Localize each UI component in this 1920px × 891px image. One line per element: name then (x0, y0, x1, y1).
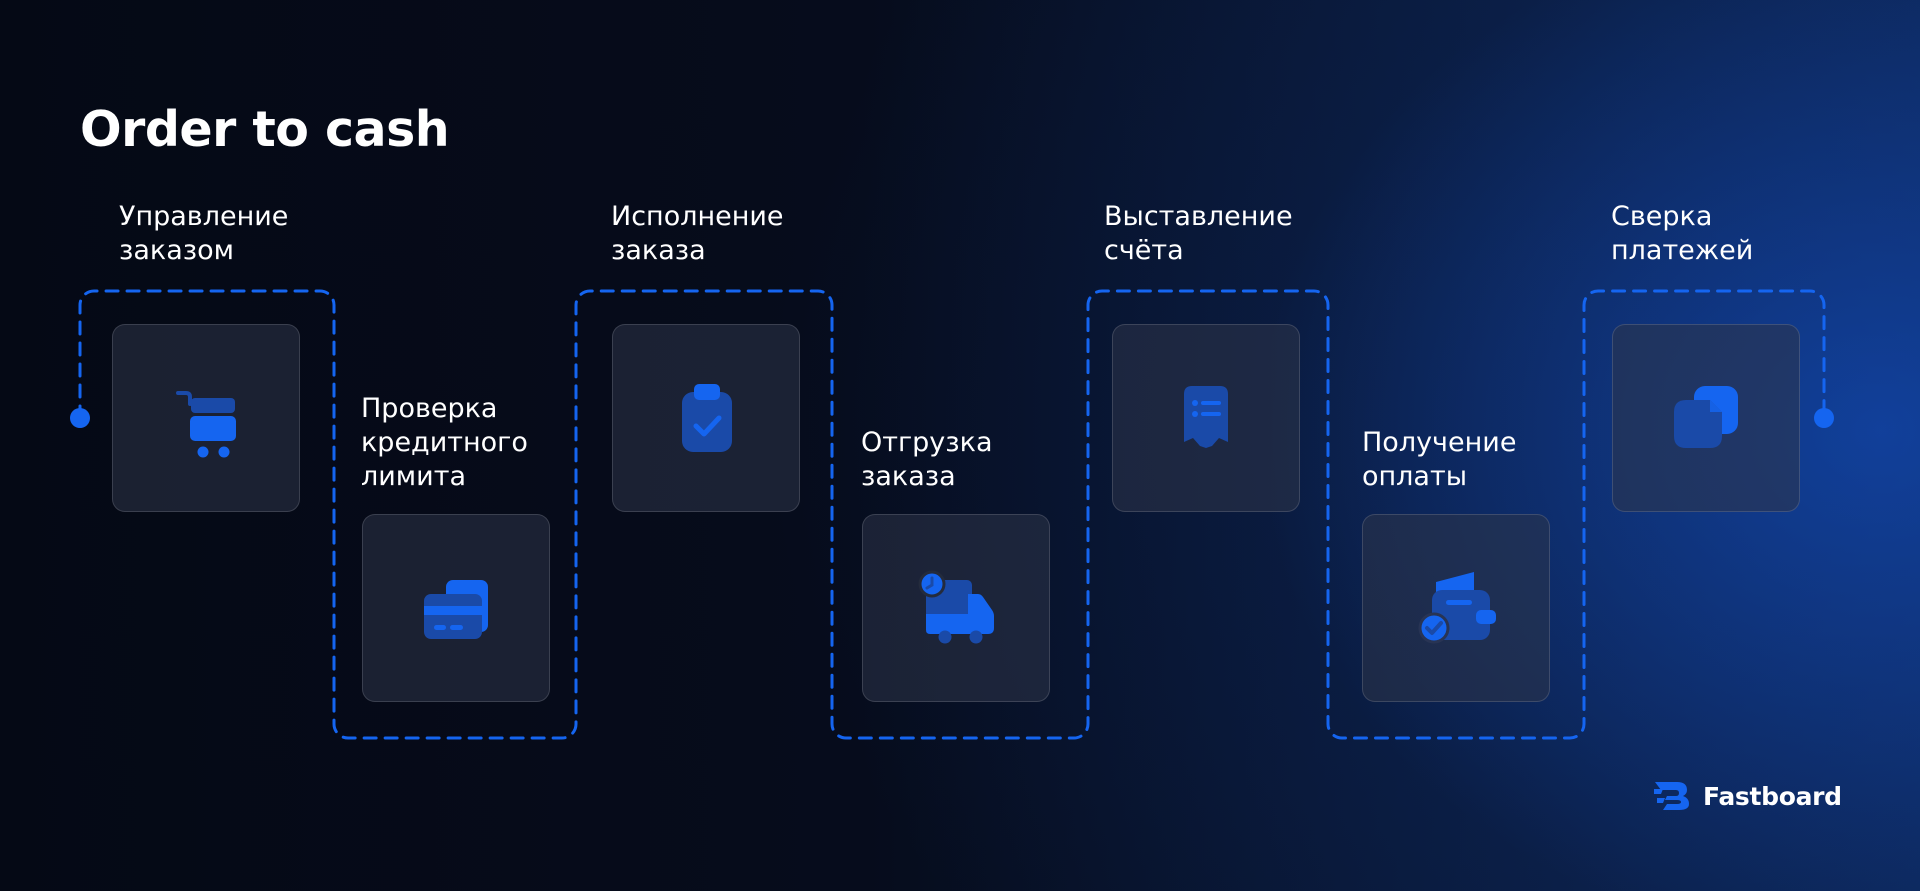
step-card-payment-receipt (1362, 514, 1550, 702)
brand-name: Fastboard (1703, 781, 1842, 811)
step-label-payment-receipt: Получение оплаты (1362, 427, 1517, 492)
step-card-credit-check (362, 514, 550, 702)
path-end-dot (1814, 408, 1834, 428)
step-label-order-fulfillment: Исполнение заказа (611, 201, 784, 266)
step-card-payment-reconciliation (1612, 324, 1800, 512)
brand: Fastboard (1651, 776, 1842, 816)
wallet-payment-icon (1418, 572, 1496, 644)
step-card-invoicing (1112, 324, 1300, 512)
step-card-order-management (112, 324, 300, 512)
step-card-order-fulfillment (612, 324, 800, 512)
delivery-truck-icon (918, 570, 994, 644)
page-title: Order to cash (80, 101, 450, 158)
step-label-credit-check: Проверка кредитного лимита (361, 393, 528, 492)
step-label-payment-reconciliation: Сверка платежей (1611, 201, 1754, 266)
fastboard-logo-icon (1654, 782, 1689, 810)
step-label-invoicing: Выставление счёта (1104, 201, 1293, 266)
credit-card-icon (424, 580, 488, 639)
path-start-dot (70, 408, 90, 428)
step-card-order-shipment (862, 514, 1050, 702)
shopping-cart-icon (176, 391, 236, 458)
receipt-icon (1184, 386, 1228, 448)
step-label-order-shipment: Отгрузка заказа (861, 427, 993, 492)
documents-copy-icon (1674, 386, 1738, 448)
clipboard-check-icon (682, 384, 732, 452)
step-label-order-management: Управление заказом (119, 201, 289, 266)
